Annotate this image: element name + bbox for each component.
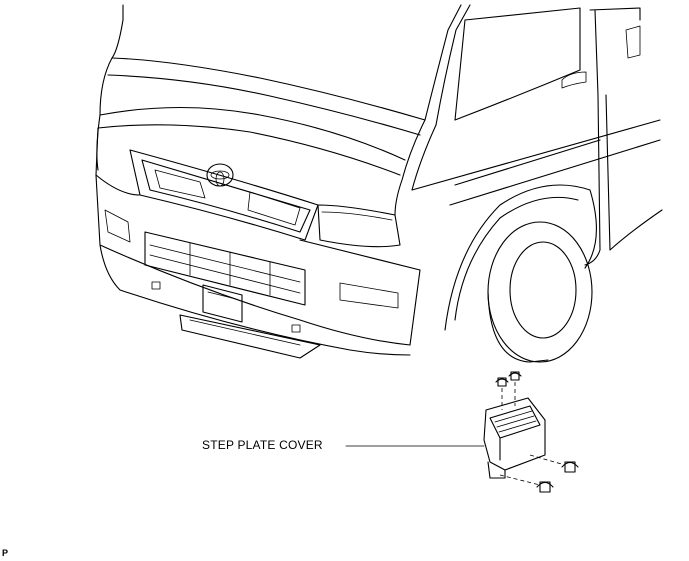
front-grille [129, 149, 401, 248]
side-bolt-right [529, 454, 579, 473]
step-plate-cover-part [483, 397, 546, 479]
figure-code-label: P [2, 548, 9, 558]
step-plate-cover-label: STEP PLATE COVER [202, 438, 323, 452]
upper-bolt-pair [495, 371, 522, 410]
front-bumper [95, 174, 421, 359]
toyota-emblem-icon [206, 163, 234, 187]
side-bolt-lower [499, 474, 554, 493]
van-body [95, 4, 663, 363]
